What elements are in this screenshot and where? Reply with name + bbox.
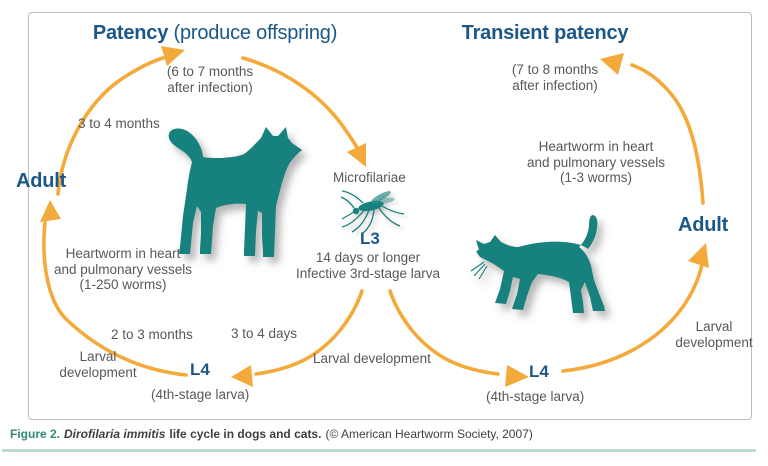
dog-patency-timing-label: (6 to 7 months after infection)	[166, 64, 254, 95]
cat-timing-label: (7 to 8 months after infection)	[511, 62, 599, 93]
dog-heartworm-location-label: Heartworm in heart and pulmonary vessels…	[53, 246, 193, 293]
cat-transient-patency-heading: Transient patency	[461, 22, 629, 44]
l3-note: 14 days or longer Infective 3rd-stage la…	[295, 250, 441, 281]
l3-to-l4-duration: 3 to 4 days	[231, 326, 298, 341]
cat-larval-development-label: Larval development	[675, 319, 753, 350]
cat-l4-note: (4th-stage larva)	[486, 389, 585, 404]
figure-caption-title: life cycle in dogs and cats.	[169, 427, 322, 441]
figure-caption-credit: (© American Heartworm Society, 2007)	[325, 427, 533, 441]
l3-label: L3	[360, 229, 380, 248]
cat-l4-label: L4	[529, 362, 549, 381]
bottom-divider	[2, 449, 756, 452]
mid-larval-development-label: Larval development	[313, 351, 431, 366]
dog-l4-note: (4th-stage larva)	[151, 387, 250, 402]
dog-adult-label: Adult	[16, 170, 67, 192]
dog-l4-to-adult-duration: 2 to 3 months	[111, 327, 193, 342]
dog-adult-to-patency-duration: 3 to 4 months	[78, 116, 160, 131]
cat-heartworm-location-label: Heartworm in heart and pulmonary vessels…	[526, 139, 666, 186]
dog-l4-label: L4	[190, 360, 210, 379]
dog-patency-heading: Patency (produce offspring)	[70, 22, 360, 45]
dog-larval-development-label: Larval development	[59, 349, 137, 380]
figure-caption-species: Dirofilaria immitis	[64, 427, 166, 441]
figure-caption-label: Figure 2.	[10, 427, 61, 441]
microfilariae-label: Microfilariae	[333, 170, 406, 185]
cat-adult-label: Adult	[678, 214, 729, 236]
patency-note: (produce offspring)	[173, 22, 338, 44]
patency-title: Patency	[92, 22, 169, 44]
